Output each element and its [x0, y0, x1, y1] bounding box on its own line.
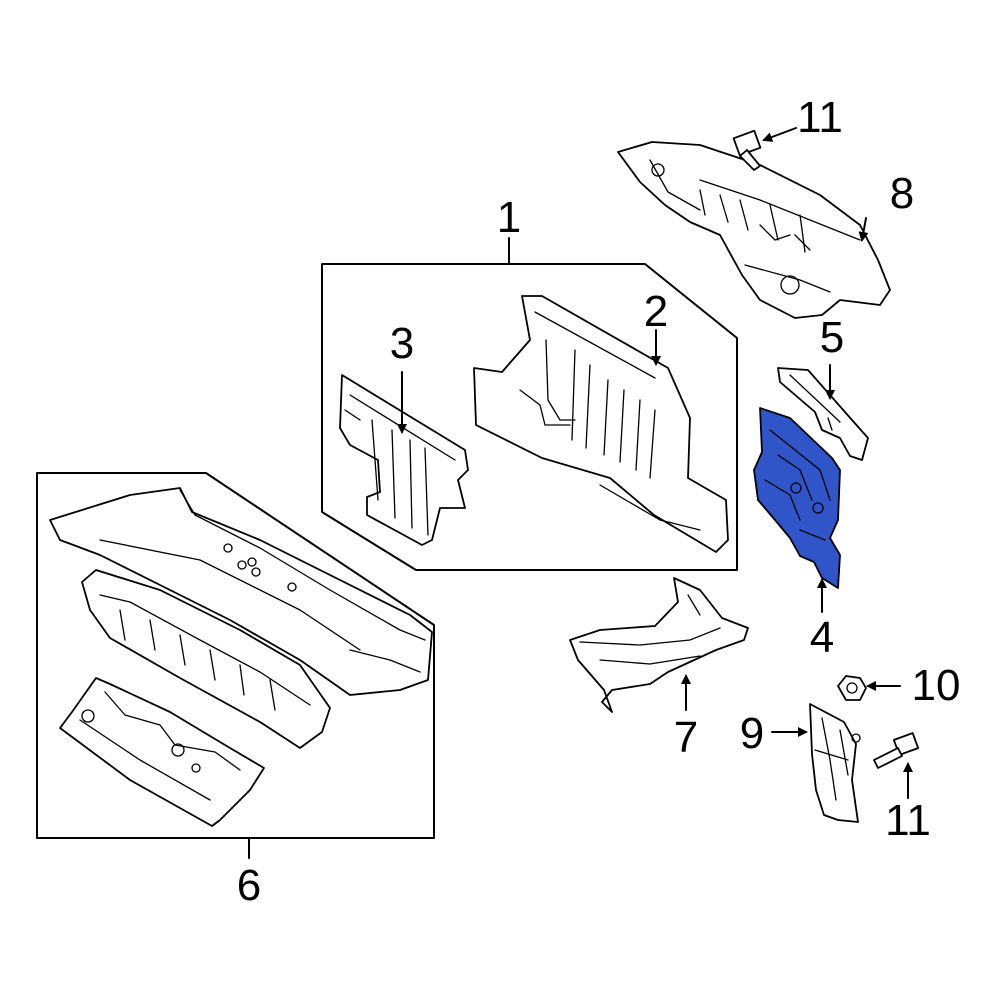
- part-6-panel-top[interactable]: [49, 487, 433, 696]
- leader-11-top: [762, 127, 797, 142]
- part-10-nut[interactable]: [837, 675, 867, 701]
- callout-5: 5: [820, 313, 844, 362]
- assembly-group-1-box: [321, 237, 738, 571]
- leader-lines: [397, 127, 913, 799]
- assembly-group-6-box: [36, 472, 435, 859]
- leader-8: [858, 217, 869, 242]
- callout-10: 10: [912, 661, 961, 710]
- callout-1: 1: [497, 193, 521, 242]
- callout-9: 9: [740, 709, 764, 758]
- callouts: 1 2 3 4 5 6 7 8 9 10 11 11: [237, 93, 961, 910]
- callout-2: 2: [644, 287, 668, 336]
- callout-7: 7: [674, 713, 698, 762]
- callout-11-top: 11: [797, 93, 843, 142]
- part-9-bracket[interactable]: [809, 703, 861, 823]
- part-3-bracket[interactable]: [339, 374, 469, 546]
- callout-11-bottom: 11: [885, 796, 931, 845]
- part-5-bracket[interactable]: [777, 367, 869, 461]
- part-7-bracket[interactable]: [569, 577, 749, 713]
- callout-6: 6: [237, 861, 261, 910]
- part-6-panel-bottom[interactable]: [59, 677, 265, 827]
- part-11-bolt-bottom[interactable]: [873, 732, 920, 769]
- part-4-highlighted[interactable]: [753, 407, 841, 589]
- part-6-panel-middle[interactable]: [81, 569, 331, 749]
- callout-3: 3: [390, 319, 414, 368]
- part-2-panel[interactable]: [473, 295, 729, 553]
- callout-4: 4: [810, 613, 834, 662]
- callout-8: 8: [890, 169, 914, 218]
- part-11-bolt-top[interactable]: [732, 129, 762, 171]
